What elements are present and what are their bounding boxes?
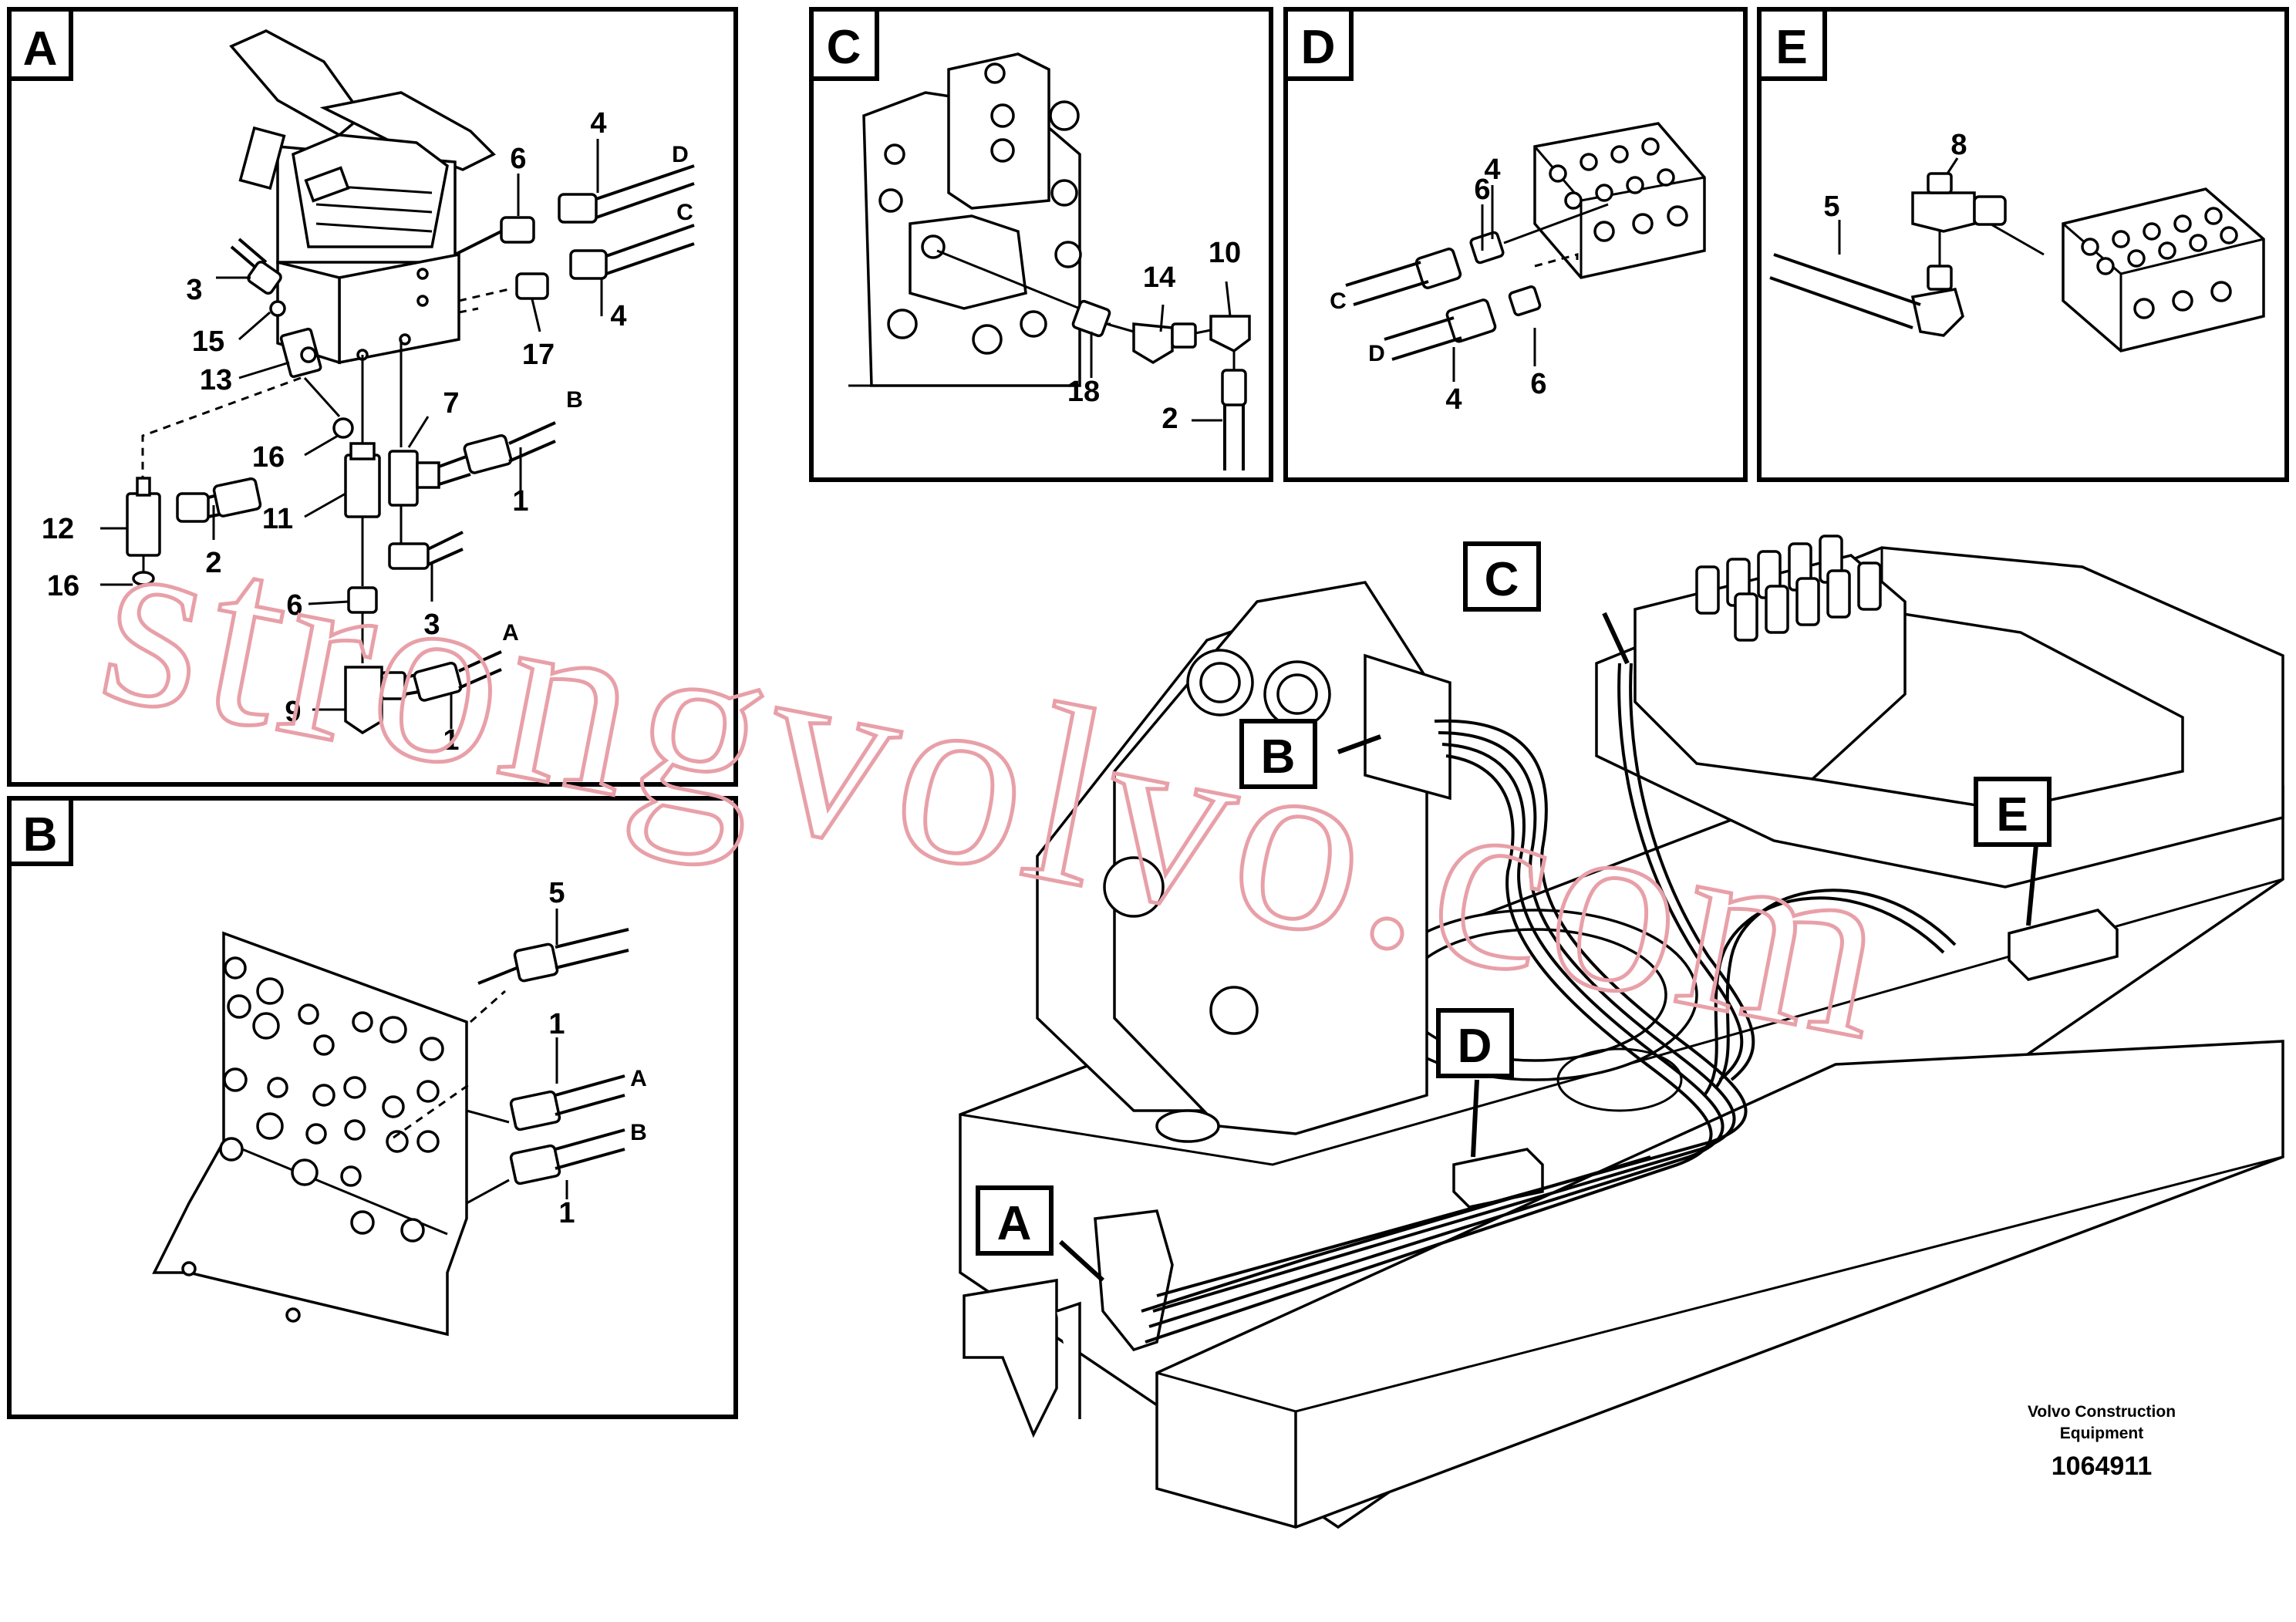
plate-fittings: [219, 956, 444, 1243]
hose-end-label-a: A: [502, 620, 519, 646]
valve-stack-spools: [1695, 534, 1882, 642]
fittings-left: [230, 238, 354, 439]
panel-a: A: [7, 7, 738, 787]
part-label-17: 17: [522, 339, 555, 371]
drawing-number: 1064911: [2052, 1452, 2153, 1481]
part-label-16: 16: [252, 441, 285, 474]
part-label-12: 12: [42, 513, 74, 545]
hose-end-label-c: C: [1330, 288, 1347, 314]
company-name-line1: Volvo Construction: [2028, 1403, 2176, 1421]
part-label-4: 4: [610, 300, 626, 332]
mounting-plate-drawing: [152, 909, 629, 1337]
company-name-line2: Equipment: [2060, 1425, 2144, 1442]
panel-d-letter: D: [1301, 21, 1336, 74]
part-label-1: 1: [443, 724, 459, 757]
part-label-3: 3: [423, 609, 440, 641]
callout-b-letter: B: [1261, 730, 1296, 784]
central-column: [344, 355, 502, 735]
part-label-8: 8: [1950, 129, 1967, 161]
part-label-6: 6: [286, 589, 302, 622]
part-label-6: 6: [1474, 174, 1490, 206]
part-label-4: 4: [1445, 383, 1462, 416]
callout-d-letter: D: [1458, 1020, 1492, 1073]
part-label-14: 14: [1143, 261, 1175, 294]
part-label-4: 4: [1484, 153, 1500, 186]
pedal-valve-drawing: [229, 29, 496, 365]
callout-c-letter: C: [1485, 553, 1519, 606]
part-label-10: 10: [1209, 237, 1241, 269]
fittings-top: [454, 164, 695, 314]
hose-end-label-c: C: [676, 200, 693, 225]
part-label-6: 6: [510, 143, 526, 175]
part-label-2: 2: [205, 547, 221, 579]
panel-d: D 4 6: [1283, 7, 1748, 482]
part-label-7: 7: [443, 387, 459, 420]
callout-a-letter: A: [997, 1197, 1032, 1250]
panel-e: E 8 5: [1757, 7, 2289, 482]
part-label-16: 16: [47, 570, 79, 602]
part-label-5: 5: [548, 877, 565, 909]
part-label-11: 11: [262, 503, 293, 535]
hose-end-label-b: B: [630, 1120, 647, 1145]
part-label-4: 4: [590, 107, 606, 140]
callout-e: E: [1974, 777, 2052, 847]
panel-b-letter: B: [23, 808, 58, 862]
valve-block-drawing: [848, 52, 1251, 470]
hose-end-label-d: D: [672, 142, 689, 167]
manifold-d-drawing: [1345, 122, 1706, 382]
part-label-1: 1: [512, 485, 528, 518]
callout-a: A: [976, 1185, 1054, 1256]
part-label-18: 18: [1067, 376, 1100, 408]
part-label-5: 5: [1823, 191, 1839, 223]
panel-a-letter: A: [23, 22, 58, 76]
callout-d: D: [1436, 1008, 1514, 1078]
hose-end-label-b: B: [566, 387, 583, 413]
callout-e-letter: E: [1996, 788, 2028, 841]
callout-b: B: [1239, 719, 1317, 789]
part-label-15: 15: [192, 325, 224, 358]
panel-e-letter: E: [1775, 21, 1807, 74]
hose-bundle: [1141, 663, 1957, 1344]
main-assembly-drawing: [959, 534, 2284, 1529]
manifold-e-drawing: [1769, 157, 2265, 352]
part-label-6: 6: [1530, 368, 1546, 400]
panel-b: B: [7, 796, 738, 1419]
fitting-12-chain: [126, 477, 262, 586]
part-label-2: 2: [1161, 403, 1178, 435]
panel-c-letter: C: [827, 21, 861, 74]
fitting-7-chain: [388, 339, 556, 570]
hose-end-label-d: D: [1368, 341, 1385, 366]
panel-a-leaders: [100, 139, 603, 729]
part-label-1: 1: [558, 1197, 575, 1229]
part-label-9: 9: [285, 696, 301, 728]
part-label-13: 13: [200, 364, 232, 396]
panel-c: C: [809, 7, 1273, 482]
callout-c: C: [1463, 541, 1541, 612]
part-label-3: 3: [186, 274, 202, 306]
hose-end-label-a: A: [630, 1066, 647, 1091]
part-label-1: 1: [548, 1008, 565, 1040]
